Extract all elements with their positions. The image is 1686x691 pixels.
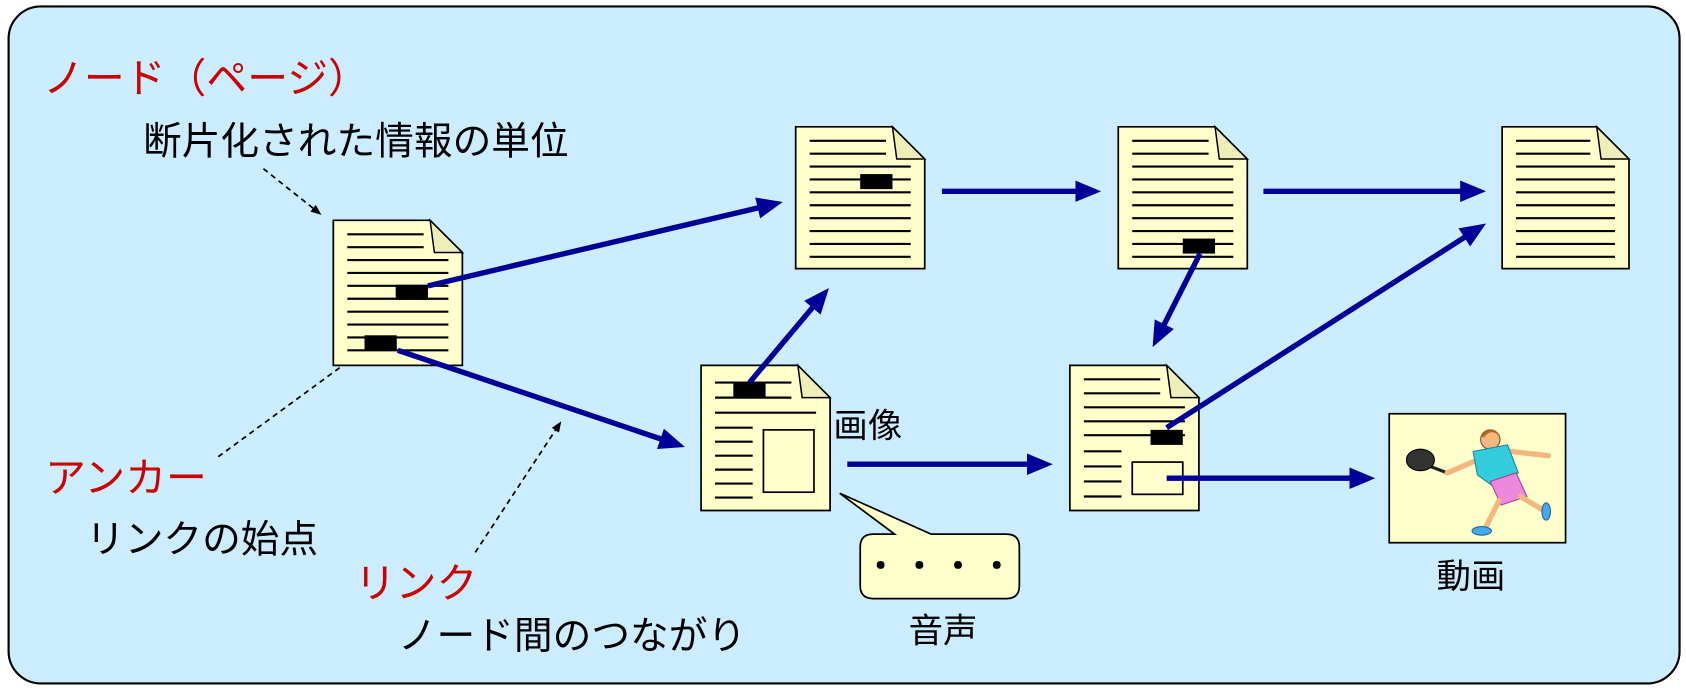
node-description: 断片化された情報の単位 [143, 120, 569, 165]
link-arrow-node-c-to-f [1152, 252, 1203, 348]
anchor-block-icon [860, 174, 893, 190]
anchor-heading: アンカー [45, 454, 207, 502]
image-label: 画像 [833, 406, 902, 446]
page-node-a [332, 218, 465, 367]
anchor-block-icon [1182, 238, 1216, 254]
link-description: ノード間のつながり [398, 614, 746, 659]
anchor-description: リンクの始点 [86, 517, 318, 562]
embedded-media-box [762, 429, 815, 494]
page-fold-corner [1213, 124, 1250, 160]
node-heading: ノード（ページ） [43, 54, 369, 102]
player-shoe-right [1541, 502, 1552, 521]
anchor-block-icon [395, 284, 428, 300]
player-arm-back [1506, 448, 1552, 459]
anchor-block-icon [733, 382, 766, 398]
diagram-background [7, 5, 1681, 685]
link-arrow-node-e-to-b [747, 287, 829, 385]
player-arm-front [1444, 457, 1481, 476]
link-arrow-node-a-to-e [396, 347, 685, 449]
video-node [1388, 412, 1567, 544]
document-icon [1501, 125, 1630, 270]
tennis-player-icon [1405, 429, 1552, 536]
link-heading: リンク [355, 560, 478, 608]
link-arrow-node-a-to-b [427, 197, 783, 289]
racket-handle [1429, 464, 1448, 475]
anchor-block-icon [364, 335, 397, 351]
player-leg-left [1483, 498, 1502, 530]
speech-bubble-icon [839, 492, 1021, 600]
player-shorts [1489, 472, 1528, 506]
page-nodes [332, 124, 1631, 512]
racket-head [1405, 448, 1435, 472]
page-fold-corner [1165, 363, 1201, 399]
audio-speech-bubble: ・・・・ [839, 492, 1021, 600]
page-fold-corner [1595, 124, 1631, 160]
player-shoe-left [1471, 526, 1492, 536]
link-callout-pointer [474, 421, 562, 553]
page-fold-corner [891, 124, 927, 160]
page-node-e [700, 363, 832, 512]
document-icon [794, 125, 926, 270]
audio-label: 音声 [909, 612, 978, 652]
page-node-f [1069, 363, 1201, 512]
page-fold-corner [796, 363, 832, 399]
video-frame [1388, 412, 1567, 544]
anchor-block-icon [1150, 429, 1183, 445]
audio-bubble-text: ・・・・ [865, 547, 1020, 585]
link-arrow-node-f-to-d [1165, 223, 1487, 430]
node-callout-pointer [262, 168, 322, 215]
page-node-b [794, 124, 927, 270]
document-icon [1117, 125, 1249, 270]
player-hair [1480, 429, 1500, 438]
player-leg-right [1517, 493, 1545, 513]
page-fold-corner [429, 218, 465, 254]
page-node-c [1117, 124, 1250, 270]
page-node-d [1501, 124, 1631, 270]
video-label: 動画 [1437, 557, 1506, 597]
